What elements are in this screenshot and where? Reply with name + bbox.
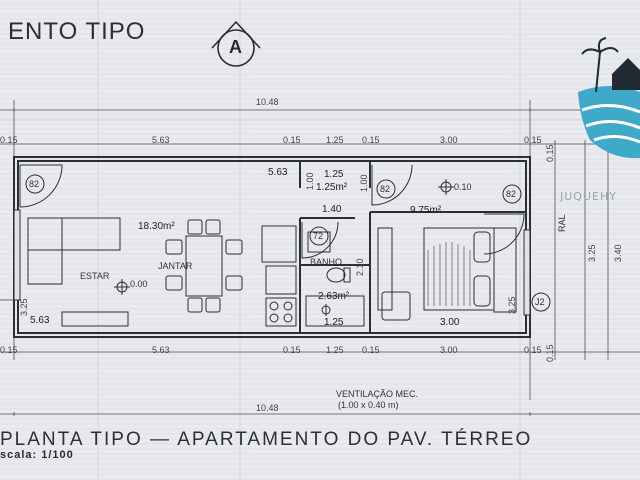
bath-area: 2.63m²: [318, 291, 350, 302]
dim-top-small: 0.15: [283, 135, 301, 145]
bath-fixtures: [305, 231, 365, 327]
dim-right-height-a: 3.25: [587, 244, 597, 262]
sheet-title: ENTO TIPO: [8, 18, 146, 45]
dim-bottom-mid: 1.25: [326, 345, 344, 355]
dim-left-height: 3.25: [19, 298, 29, 316]
tv-bench: [61, 311, 129, 327]
bedroom-height: 3.25: [507, 296, 517, 314]
dim-overall-bottom: 10.48: [256, 403, 279, 413]
bedroom-width: 3.00: [440, 317, 460, 328]
jantar-label: JANTAR: [158, 261, 193, 271]
hall-h4: 1.40: [322, 204, 342, 215]
bed-hatch: [427, 242, 471, 306]
hall-area: 1.25m²: [316, 182, 348, 193]
door-tag-4: 72: [313, 231, 324, 241]
window-tag: J2: [535, 297, 545, 307]
plan-title: PLANTA TIPO — APARTAMENTO DO PAV. TÉRREO: [0, 429, 533, 450]
bedroom-furniture: [377, 227, 517, 321]
bath-height: 2.10: [355, 258, 365, 276]
bedroom-area: 9.75m²: [410, 205, 442, 216]
dim-right-wall-bottom: 0.15: [545, 344, 555, 362]
watermark: JUQUEHY: [560, 190, 617, 203]
dim-overall-top: 10.48: [256, 97, 279, 107]
dim-bottom-wall-right: 0.15: [524, 345, 542, 355]
living-area: 18.30m²: [138, 221, 175, 232]
interior-walls: [299, 161, 526, 333]
north-marker: [211, 20, 261, 67]
kitchen: [261, 225, 297, 327]
dim-bottom-wall: 0.15: [0, 345, 18, 355]
door-swings: [19, 164, 525, 259]
bath-width: 1.25: [324, 317, 344, 328]
dim-bottom-right: 3.00: [440, 345, 458, 355]
dim-top-mid: 1.25: [326, 135, 344, 145]
dim-right-height-b: 3.40: [613, 244, 623, 262]
door-tag-1: 82: [29, 179, 40, 189]
dim-right-wall-top: 0.15: [545, 144, 555, 162]
dim-bottom-small: 0.15: [283, 345, 301, 355]
estar-label: ESTAR: [80, 271, 110, 281]
dining-set: [165, 219, 243, 313]
hall-h3: 1.00: [359, 174, 369, 192]
door-tags: [25, 174, 551, 312]
corridor-label: RAL: [557, 214, 567, 232]
door-tag-3: 82: [506, 189, 517, 199]
bath-label: BANHO: [310, 257, 343, 267]
dim-top-wall: 0.15: [0, 135, 18, 145]
plan-scale: scala: 1/100: [0, 449, 74, 461]
dim-top-right: 3.00: [440, 135, 458, 145]
hall-h2: 1.00: [305, 172, 315, 190]
dim-bottom-left: 5.63: [152, 345, 170, 355]
dimension-lines: [0, 100, 640, 416]
bedroom-level: 0.10: [454, 182, 472, 192]
north-marker-label: A: [229, 37, 242, 57]
dim-top-left: 5.63: [152, 135, 170, 145]
logo: [578, 37, 640, 159]
windows: [13, 209, 531, 316]
dim-top-wall-right: 0.15: [524, 135, 542, 145]
ventilation-line1: VENTILAÇÃO MEC.: [336, 389, 419, 399]
dim-top-small-2: 0.15: [362, 135, 380, 145]
living-level: 0.00: [130, 279, 148, 289]
living-width: 5.63: [30, 315, 50, 326]
level-markers: [114, 179, 454, 316]
hall-h1: 1.25: [324, 169, 344, 180]
door-tag-2: 82: [380, 184, 391, 194]
sofa: [27, 217, 121, 285]
ventilation-line2: (1.00 x 0.40 m): [338, 400, 399, 410]
hall-width: 5.63: [268, 167, 288, 178]
dim-bottom-small-2: 0.15: [362, 345, 380, 355]
